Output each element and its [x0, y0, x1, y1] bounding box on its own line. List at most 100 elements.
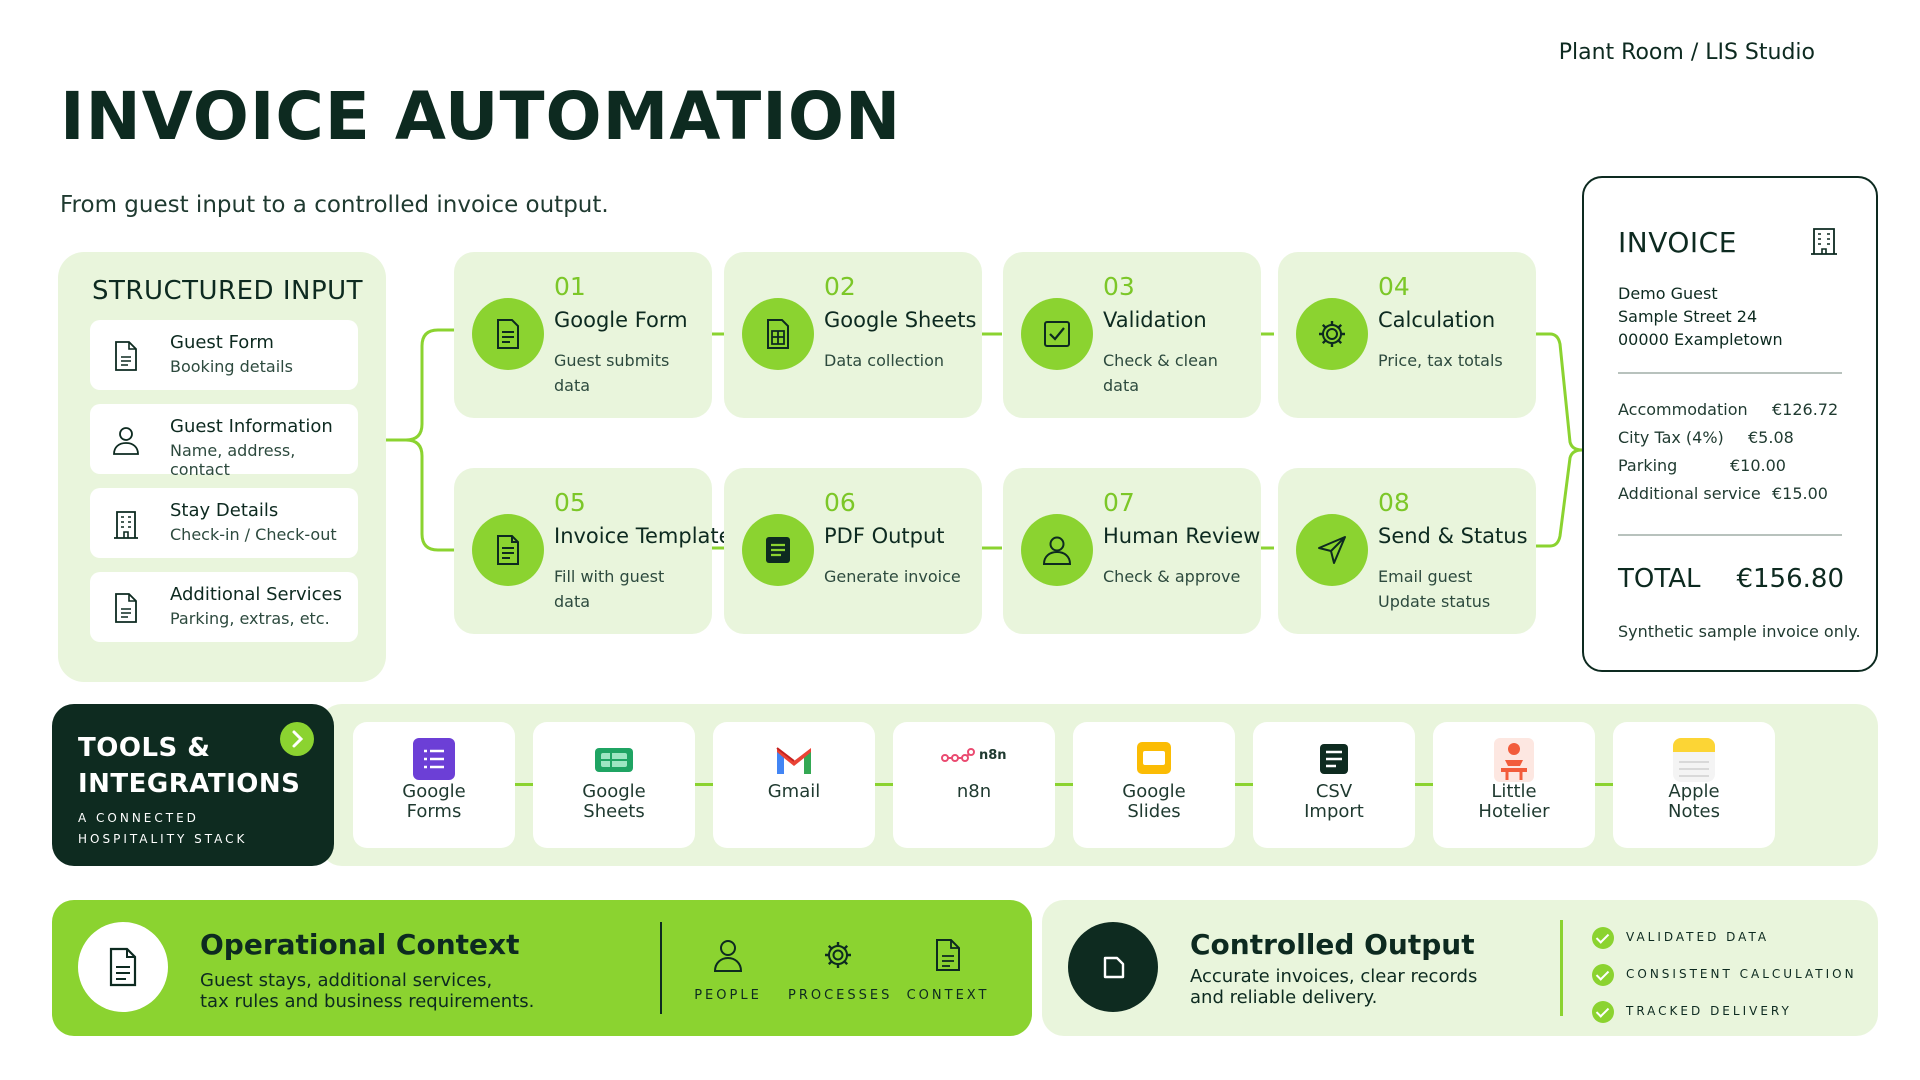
tool-name-line: CSV — [1315, 781, 1353, 802]
tools-title-line: INTEGRATIONS — [78, 769, 301, 799]
checkbox-icon — [1044, 321, 1070, 347]
tool-name-line: Google — [402, 781, 466, 802]
tool-n8n[interactable]: n8n n8n — [893, 722, 1055, 848]
google-forms-icon — [413, 738, 455, 780]
document-icon — [115, 341, 137, 371]
step-pdf-output[interactable]: 06 PDF Output Generate invoice — [724, 468, 982, 634]
template-icon — [497, 535, 519, 565]
tool-gmail[interactable]: Gmail — [713, 722, 875, 848]
input-item-guest-form[interactable]: Guest Form Booking details — [90, 320, 358, 390]
step-human-review[interactable]: 07 Human Review Check & approve — [1003, 468, 1261, 634]
check-label: TRACKED DELIVERY — [1626, 1004, 1792, 1018]
sheet-icon — [767, 319, 789, 349]
invoice-line: Additional service€15.00 — [1618, 484, 1828, 503]
input-item-title: Additional Services — [170, 584, 342, 605]
step-calculation[interactable]: 04 Calculation Price, tax totals — [1278, 252, 1536, 418]
send-icon — [1318, 536, 1346, 564]
address-line: Sample Street 24 — [1618, 307, 1758, 326]
tool-name: Gmail — [713, 782, 875, 802]
invoice-address: Demo Guest Sample Street 24 00000 Exampl… — [1618, 282, 1783, 351]
input-item-additional-services[interactable]: Additional Services Parking, extras, etc… — [90, 572, 358, 642]
step-google-form[interactable]: 01 Google Form Guest submits data — [454, 252, 712, 418]
page-subtitle: From guest input to a controlled invoice… — [60, 192, 609, 218]
person-icon — [113, 427, 139, 455]
input-item-subtitle: Name, address, contact — [170, 441, 296, 479]
person-icon — [713, 940, 743, 972]
step-number: 02 — [824, 272, 856, 301]
tools-subtitle-line: HOSPITALITY STACK — [78, 832, 248, 846]
little-hotelier-icon — [1494, 738, 1534, 782]
line-label: Parking — [1618, 456, 1678, 475]
tools-title-line: TOOLS & — [78, 733, 211, 763]
controlled-output-panel: Controlled Output Accurate invoices, cle… — [1042, 900, 1878, 1036]
step-number: 01 — [554, 272, 586, 301]
step-description: Price, tax totals — [1378, 351, 1503, 370]
step-number: 04 — [1378, 272, 1410, 301]
invoice-line: City Tax (4%)€5.08 — [1618, 428, 1794, 447]
invoice-total-value: €156.80 — [1736, 564, 1844, 594]
step-number: 06 — [824, 488, 856, 517]
input-item-title: Stay Details — [170, 500, 279, 521]
check-icon — [1592, 1001, 1614, 1023]
check-item: TRACKED DELIVERY — [1592, 1001, 1792, 1023]
pillar-label: CONTEXT — [906, 988, 990, 1003]
divider — [1618, 372, 1842, 374]
step-name: Validation — [1103, 308, 1207, 332]
step-name: Invoice Template — [554, 524, 732, 548]
input-item-stay-details[interactable]: Stay Details Check-in / Check-out — [90, 488, 358, 558]
step-icon-circle — [1296, 514, 1368, 586]
tool-name-line: n8n — [956, 781, 992, 802]
input-item-subtitle: Booking details — [170, 357, 293, 376]
step-validation[interactable]: 03 Validation Check & clean data — [1003, 252, 1261, 418]
step-icon-circle — [1296, 298, 1368, 370]
check-label: VALIDATED DATA — [1626, 930, 1770, 944]
step-icon-circle — [742, 298, 814, 370]
tool-name: n8n — [893, 782, 1055, 802]
step-description: Generate invoice — [824, 567, 961, 586]
step-description: Check & approve — [1103, 567, 1241, 586]
line-label: Accommodation — [1618, 400, 1748, 419]
building-icon — [1811, 228, 1837, 255]
step-google-sheets[interactable]: 02 Google Sheets Data collection — [724, 252, 982, 418]
gear-icon — [1319, 321, 1345, 347]
step-number: 03 — [1103, 272, 1135, 301]
divider — [1560, 920, 1563, 1016]
step-invoice-template[interactable]: 05 Invoice Template Fill with guest data — [454, 468, 732, 634]
line-amount: €5.08 — [1748, 428, 1794, 447]
input-connector — [386, 328, 462, 552]
divider — [1618, 534, 1842, 536]
operational-context-panel: Operational Context Guest stays, additio… — [52, 900, 1032, 1036]
step-name: Google Form — [554, 308, 688, 332]
pillar-label: PEOPLE — [694, 988, 762, 1003]
tools-title: TOOLS & INTEGRATIONS — [78, 730, 300, 802]
operational-context-description: Guest stays, additional services,tax rul… — [200, 970, 534, 1012]
tools-arrow-button[interactable] — [280, 722, 314, 756]
invoice-card: INVOICE Demo Guest Sample Street 24 0000… — [1582, 176, 1878, 672]
description-line: and reliable delivery. — [1190, 987, 1378, 1008]
step-send-status[interactable]: 08 Send & Status Email guest Update stat… — [1278, 468, 1536, 634]
n8n-logo-text: n8n — [979, 748, 1007, 763]
description-line: Guest stays, additional services, — [200, 970, 493, 991]
tool-name-line: Gmail — [767, 781, 821, 802]
document-icon — [109, 947, 137, 987]
input-item-guest-information[interactable]: Guest Information Name, address, contact — [90, 404, 358, 479]
tool-link — [1595, 783, 1613, 786]
step-description: Check & clean data — [1103, 351, 1218, 395]
input-item-subtitle: Check-in / Check-out — [170, 525, 337, 544]
step-number: 07 — [1103, 488, 1135, 517]
line-amount: €15.00 — [1772, 484, 1828, 503]
output-connector — [1536, 332, 1583, 548]
description-line: tax rules and business requirements. — [200, 991, 535, 1012]
page-title: INVOICE AUTOMATION — [60, 78, 902, 155]
step-name: Google Sheets — [824, 308, 977, 332]
